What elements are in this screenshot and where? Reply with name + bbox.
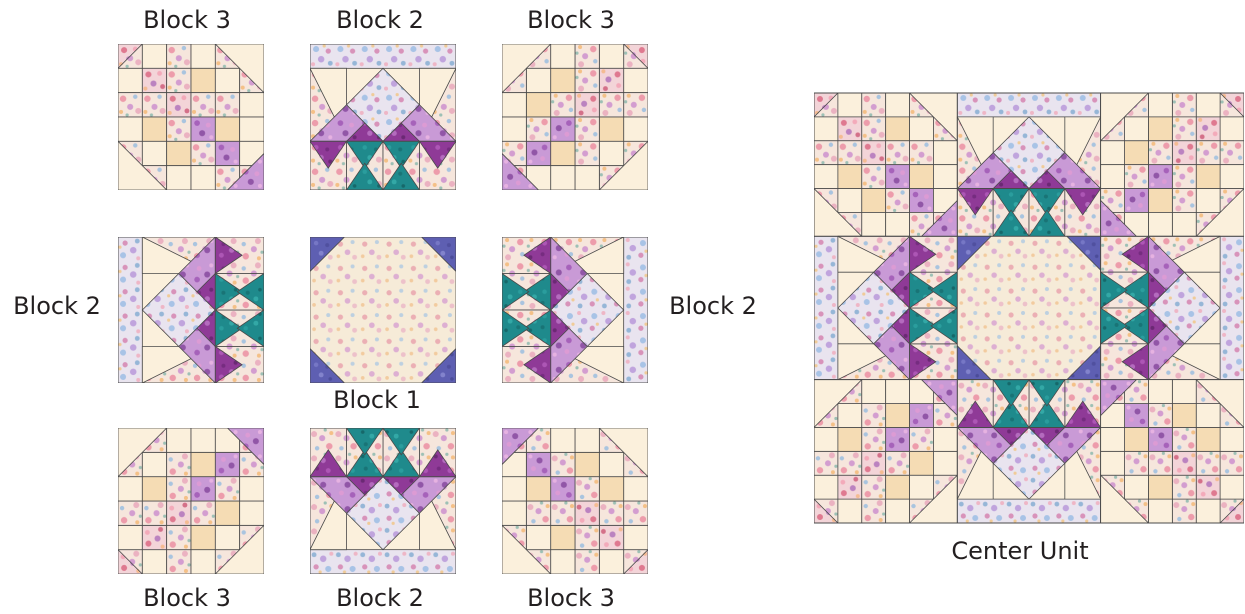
- b3-patchwork: [502, 428, 648, 574]
- center-unit-b1: [957, 236, 1100, 379]
- label-mid-right-block2: Block 2: [658, 292, 768, 320]
- b2-patchwork: [502, 237, 648, 383]
- label-center-block1: Block 1: [318, 386, 436, 414]
- block3-top-right: [502, 44, 648, 190]
- center-unit-b3: [1101, 380, 1244, 523]
- center-unit-b3: [1101, 93, 1244, 236]
- b3-patchwork: [118, 428, 264, 574]
- center-unit-b3: [814, 93, 957, 236]
- block1-center: [310, 237, 456, 383]
- label-top-mid-block2: Block 2: [321, 6, 439, 34]
- b2-patchwork: [310, 44, 456, 190]
- block2-top-mid: [310, 44, 456, 190]
- b3-patchwork: [118, 44, 264, 190]
- block3-top-left: [118, 44, 264, 190]
- label-top-right-block3: Block 3: [512, 6, 630, 34]
- center-unit-b2: [957, 93, 1100, 236]
- block2-mid-left: [118, 237, 264, 383]
- b3-patchwork: [502, 44, 648, 190]
- center-unit-b2: [814, 236, 957, 379]
- block2-mid-right: [502, 237, 648, 383]
- block2-bottom-mid: [310, 428, 456, 574]
- center-unit-b2: [1101, 236, 1244, 379]
- label-bottom-left-block3: Block 3: [128, 584, 246, 612]
- label-mid-left-block2: Block 2: [2, 292, 112, 320]
- label-center-unit: Center Unit: [930, 537, 1110, 565]
- center-unit-b3: [814, 380, 957, 523]
- label-top-left-block3: Block 3: [128, 6, 246, 34]
- b1-patchwork: [310, 237, 456, 383]
- b2-patchwork: [310, 428, 456, 574]
- center-unit-b2: [957, 380, 1100, 523]
- block3-bottom-right: [502, 428, 648, 574]
- label-bottom-right-block3: Block 3: [512, 584, 630, 612]
- block3-bottom-left: [118, 428, 264, 574]
- center-unit-quilt: [814, 92, 1244, 524]
- label-bottom-mid-block2: Block 2: [321, 584, 439, 612]
- b2-patchwork: [118, 237, 264, 383]
